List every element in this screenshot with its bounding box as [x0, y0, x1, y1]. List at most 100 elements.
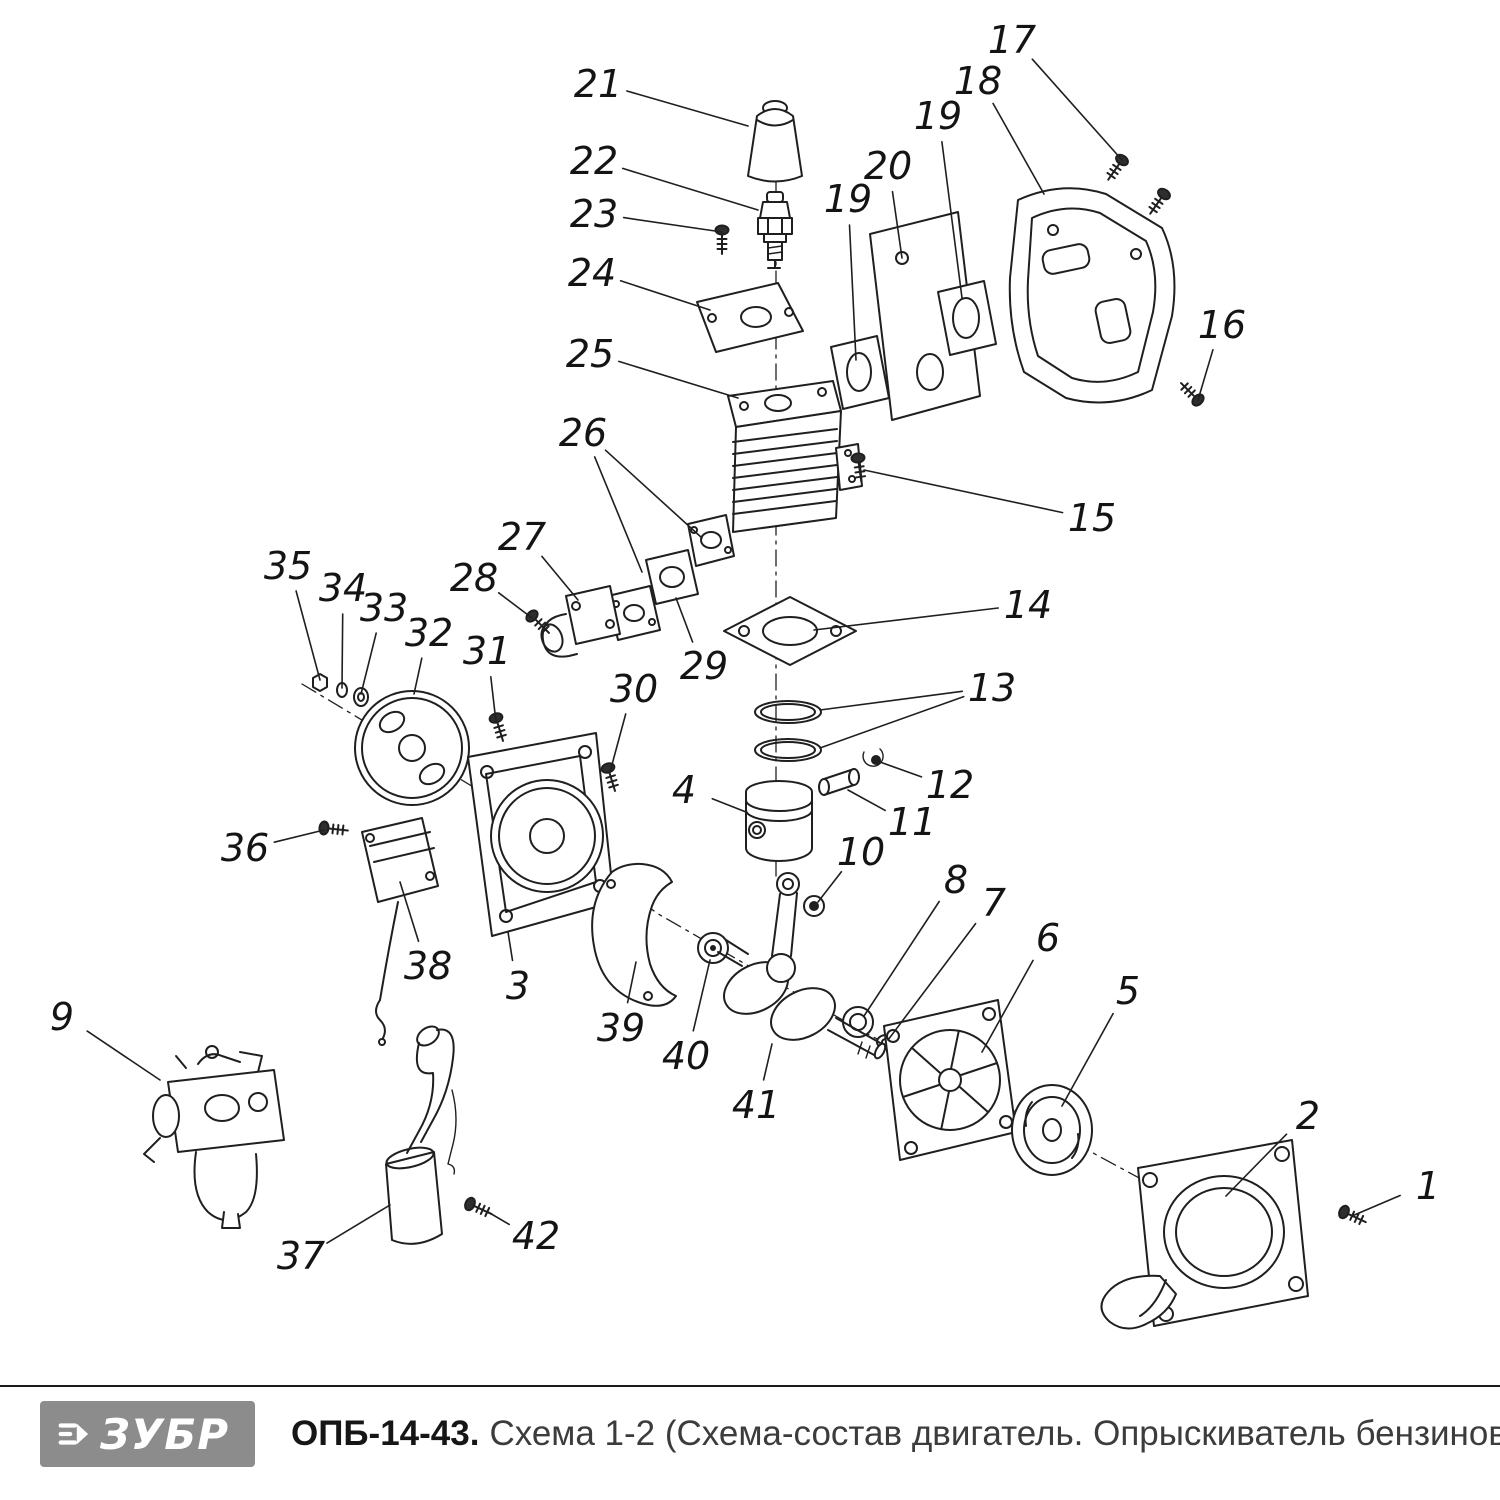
leader-line	[487, 1211, 511, 1226]
part-number-label: 17	[988, 18, 1036, 62]
leader-line	[848, 224, 857, 361]
ignition-coil	[361, 817, 439, 1046]
leader-line	[622, 216, 723, 233]
leader-line	[497, 591, 533, 619]
leader-line	[711, 797, 747, 813]
part-number-label: 33	[360, 586, 408, 630]
part-number-label: 26	[559, 411, 607, 455]
leader-line	[863, 900, 941, 1017]
part-number-label: 2	[1296, 1094, 1320, 1138]
leader-line	[593, 456, 643, 573]
part-number-label: 11	[888, 800, 936, 844]
footer-bar: ЗУБР ОПБ-14-43.Схема 1-2 (Схема-состав д…	[0, 1385, 1500, 1500]
leader-line	[341, 613, 344, 689]
part-number-label: 16	[1198, 303, 1246, 347]
part-number-label: 3	[506, 964, 530, 1008]
part-number-label: 19	[914, 94, 962, 138]
cylinder-base-gasket	[723, 596, 857, 666]
part-number-label: 40	[662, 1034, 710, 1078]
part-number-label: 32	[405, 611, 453, 655]
leader-line	[819, 690, 964, 711]
model-code: ОПБ-14-43.	[291, 1414, 480, 1453]
muffler-screw-icon	[1143, 185, 1173, 219]
crankcase-stud-icon	[487, 710, 511, 744]
part-number-label: 4	[672, 768, 696, 812]
part-number-label: 5	[1116, 969, 1140, 1013]
leader-line	[295, 590, 321, 681]
muffler-long-screw-icon	[1175, 377, 1207, 409]
leader-line	[992, 102, 1045, 195]
part-number-label: 22	[570, 139, 618, 183]
leader-line	[1225, 1133, 1288, 1197]
part-number-label: 23	[570, 192, 618, 236]
leader-line	[981, 959, 1034, 1053]
leader-line	[604, 449, 703, 539]
leader-line	[360, 632, 378, 695]
zubr-logo: ЗУБР	[40, 1401, 256, 1467]
part-number-label: 38	[404, 944, 452, 988]
piston-rings	[754, 700, 822, 762]
leader-line	[621, 167, 759, 211]
leader-line	[847, 789, 887, 812]
part-number-label: 35	[264, 544, 312, 588]
part-number-label: 10	[837, 830, 885, 874]
needle-bearing	[803, 895, 825, 917]
exploded-view-diagram: 2122232425262728293031323334353637383940…	[50, 18, 1440, 1330]
fuel-hose-grommet	[385, 1025, 457, 1245]
part-number-label: 15	[1068, 496, 1116, 540]
crankcase-half	[467, 732, 615, 937]
muffler-plate	[869, 211, 981, 421]
shield-screw-icon	[714, 224, 730, 255]
part-number-label: 28	[450, 556, 498, 600]
fan-blades	[902, 1029, 998, 1131]
main-bearing-right	[842, 1006, 874, 1038]
part-number-label: 19	[824, 177, 872, 221]
leader-line	[326, 1204, 391, 1244]
flywheel	[354, 690, 470, 806]
muffler-gasket-left	[830, 335, 890, 410]
leader-line	[507, 931, 514, 962]
fan-housing	[883, 999, 1017, 1161]
leader-line	[86, 1030, 161, 1081]
part-number-label: 37	[277, 1234, 325, 1278]
leader-line	[626, 961, 637, 1004]
spark-plug	[757, 191, 793, 269]
cylinder	[727, 380, 863, 533]
leader-line	[941, 141, 963, 299]
muffler-gasket-right	[937, 280, 997, 356]
diagram-caption: ОПБ-14-43.Схема 1-2 (Схема-состав двигат…	[291, 1414, 1500, 1454]
piston-pin	[818, 768, 860, 796]
part-number-label: 42	[512, 1214, 560, 1258]
footer-content: ЗУБР ОПБ-14-43.Схема 1-2 (Схема-состав д…	[0, 1387, 1500, 1467]
part-number-label: 36	[221, 826, 269, 870]
leader-line	[1061, 1012, 1114, 1107]
part-number-label: 34	[319, 566, 367, 610]
intake-gasket-upper	[687, 514, 735, 567]
crankcase-gasket	[591, 862, 677, 1007]
leader-line	[1197, 348, 1214, 401]
leader-line	[1351, 1194, 1401, 1217]
coil-screw-icon	[317, 820, 350, 838]
leader-line	[541, 555, 579, 601]
leader-line	[609, 713, 627, 773]
leader-line	[617, 360, 739, 399]
flywheel-nut-washers	[312, 673, 369, 707]
part-number-label: 25	[566, 332, 614, 376]
heat-shield-plate	[696, 282, 804, 353]
leader-line	[891, 190, 903, 259]
piston	[745, 780, 813, 862]
leader-line	[692, 959, 711, 1032]
leader-line	[675, 597, 694, 643]
starter-housing	[1100, 1139, 1309, 1330]
crankshaft-assembly	[717, 872, 887, 1060]
starter-pulley	[1011, 1084, 1093, 1176]
leader-line	[489, 675, 497, 723]
zubr-logo-text: ЗУБР	[100, 1409, 230, 1459]
part-number-label: 39	[597, 1006, 645, 1050]
leader-line	[1031, 58, 1123, 161]
part-number-label: 13	[968, 666, 1016, 710]
leader-line	[762, 1043, 773, 1081]
part-number-label: 7	[982, 881, 1006, 925]
leader-line	[413, 657, 423, 695]
